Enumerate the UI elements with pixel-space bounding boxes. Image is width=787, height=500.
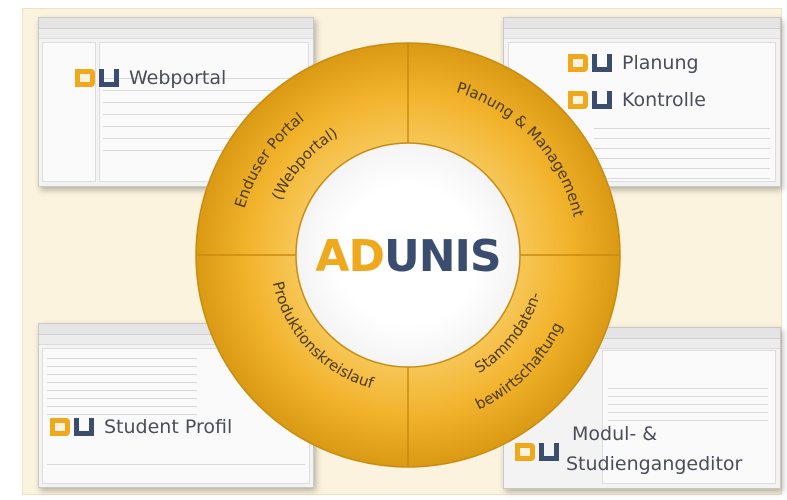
student-profil-label: Student Profil [50,416,232,438]
webportal-text: Webportal [129,67,227,89]
window-toolbar [504,29,780,39]
planung-label: Planung [568,52,699,74]
window-toolbar [39,335,313,345]
studiengangeditor-text: Studiengangeditor [566,453,743,475]
window-titlebar [504,18,780,29]
webportal-label: Webportal [75,67,226,89]
logo-part-unis: UNIS [384,231,501,282]
du-logo-icon [50,418,94,436]
student-profil-text: Student Profil [104,416,233,438]
du-logo-icon [75,69,119,87]
webportal-screenshot [38,17,314,187]
window-titlebar [39,18,313,29]
window-toolbar [39,29,313,39]
moduleditor-logo [515,441,569,463]
modul-text: Modul- & [572,423,658,445]
du-logo-icon [568,54,612,72]
modul-label: Modul- & [572,423,657,445]
studiengangeditor-label: Studiengangeditor [566,453,742,475]
logo-part-ad: AD [315,231,384,282]
du-logo-icon [568,91,612,109]
window-toolbar [504,339,780,349]
kontrolle-label: Kontrolle [568,89,706,111]
planung-text: Planung [622,52,699,74]
window-titlebar [504,328,780,339]
svg-text:ADUNIS: ADUNIS [315,231,500,282]
window-titlebar [39,324,313,335]
window-content [602,350,776,484]
kontrolle-text: Kontrolle [622,89,706,111]
du-logo-icon [515,443,559,461]
adunis-logo: ADUNIS [315,231,501,282]
window-sidebar [42,42,96,182]
